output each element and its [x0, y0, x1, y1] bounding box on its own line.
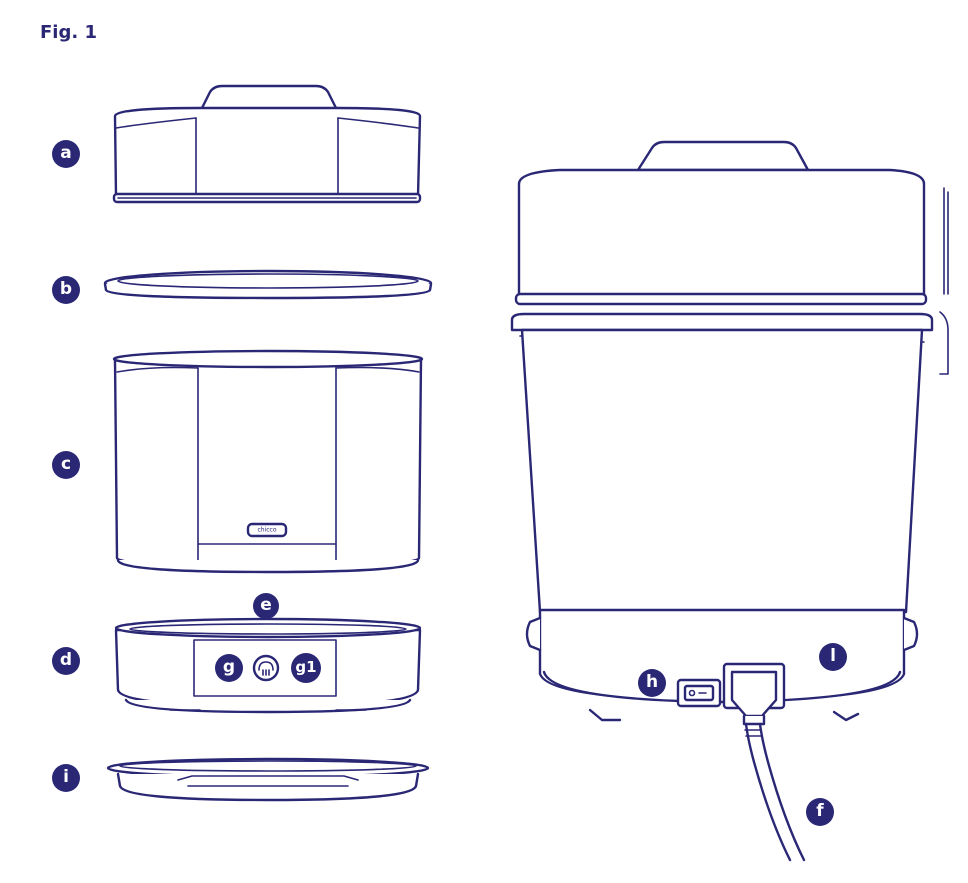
- label-l-text: l: [830, 646, 836, 666]
- label-b-text: b: [60, 279, 72, 299]
- label-g: g: [215, 654, 243, 682]
- part-b-tray: [103, 269, 433, 300]
- label-a-text: a: [60, 143, 71, 163]
- label-g-text: g: [223, 657, 235, 677]
- power-switch: [676, 678, 722, 708]
- part-i-bottom-tray: [106, 757, 430, 802]
- label-i: i: [52, 764, 80, 792]
- label-c-text: c: [61, 454, 71, 474]
- power-socket: [722, 662, 786, 726]
- part-a-lid: [112, 84, 422, 204]
- label-b: b: [52, 276, 80, 304]
- label-h-text: h: [646, 672, 658, 692]
- label-i-text: i: [63, 767, 69, 787]
- label-e: e: [253, 593, 279, 619]
- label-g1: g1: [291, 653, 321, 683]
- label-f: f: [806, 798, 834, 826]
- brand-logo-text: chicco: [257, 527, 276, 534]
- assembled-sterilizer: [510, 140, 949, 862]
- label-a: a: [52, 140, 80, 168]
- label-c: c: [52, 451, 80, 479]
- part-c-container: chicco: [112, 349, 424, 574]
- part-d-base: [114, 617, 422, 714]
- label-h: h: [638, 669, 666, 697]
- label-d: d: [52, 647, 80, 675]
- power-cable: [744, 722, 806, 862]
- label-d-text: d: [60, 650, 72, 670]
- steam-button-icon: [252, 654, 280, 682]
- figure-title: Fig. 1: [40, 22, 97, 43]
- label-g1-text: g1: [295, 658, 316, 676]
- label-l: l: [819, 643, 847, 671]
- brand-logo: [246, 522, 288, 538]
- label-f-text: f: [816, 801, 824, 821]
- label-e-text: e: [260, 595, 272, 615]
